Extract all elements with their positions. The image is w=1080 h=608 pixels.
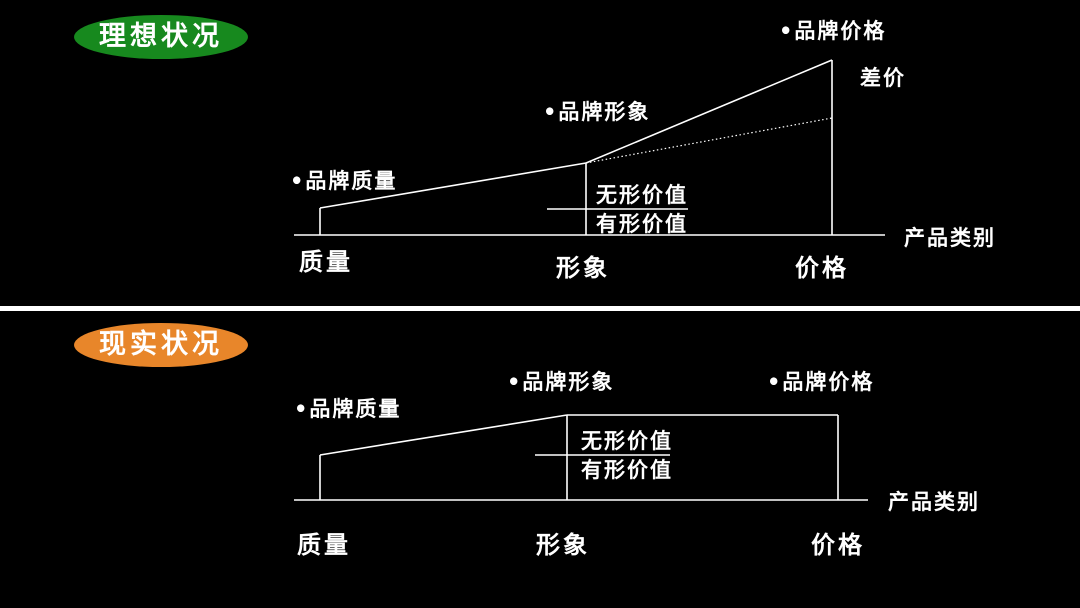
ideal-situation-panel: 理想状况 •品牌质量 •品牌形象 •品牌价格 差价 无形价值 有形价值 产品类别…: [74, 15, 996, 282]
ideal-axis-quality: 质量: [299, 247, 353, 276]
real-situation-panel: 现实状况 •品牌质量 •品牌形象 •品牌价格 无形价值 有形价值 产品类别 质量…: [0, 312, 1080, 608]
ideal-product-category-label: 产品类别: [904, 225, 996, 250]
real-brand-quality-label: •品牌质量: [294, 396, 402, 421]
ideal-axis-price: 价格: [795, 253, 849, 282]
real-axis-quality: 质量: [297, 530, 351, 559]
panel-divider: [0, 306, 1080, 311]
real-axis-price: 价格: [811, 530, 865, 559]
real-tangible-value-label: 有形价值: [581, 457, 673, 482]
real-value-diagram: [294, 414, 868, 501]
ideal-image-to-price-slope: [585, 59, 833, 164]
real-situation-badge: 现实状况: [74, 323, 248, 367]
ideal-price-gap-label: 差价: [860, 65, 906, 90]
ideal-dotted-extension: [585, 117, 833, 164]
real-intangible-value-label: 无形价值: [581, 428, 673, 453]
ideal-brand-image-label: •品牌形象: [543, 99, 651, 124]
ideal-situation-badge: 理想状况: [74, 15, 248, 59]
ideal-brand-price-label: •品牌价格: [779, 18, 887, 43]
ideal-quality-to-image-slope: [319, 162, 587, 209]
ideal-brand-quality-label: •品牌质量: [290, 168, 398, 193]
real-quality-to-image-slope: [319, 414, 568, 456]
ideal-intangible-value-label: 无形价值: [596, 182, 688, 207]
ideal-axis-image: 形象: [556, 253, 610, 282]
ideal-tangible-value-label: 有形价值: [596, 211, 688, 236]
real-axis-image: 形象: [536, 530, 590, 559]
real-brand-image-label: •品牌形象: [507, 369, 615, 394]
real-product-category-label: 产品类别: [888, 489, 980, 514]
real-brand-price-label: •品牌价格: [767, 369, 875, 394]
ideal-value-diagram: [294, 59, 885, 236]
